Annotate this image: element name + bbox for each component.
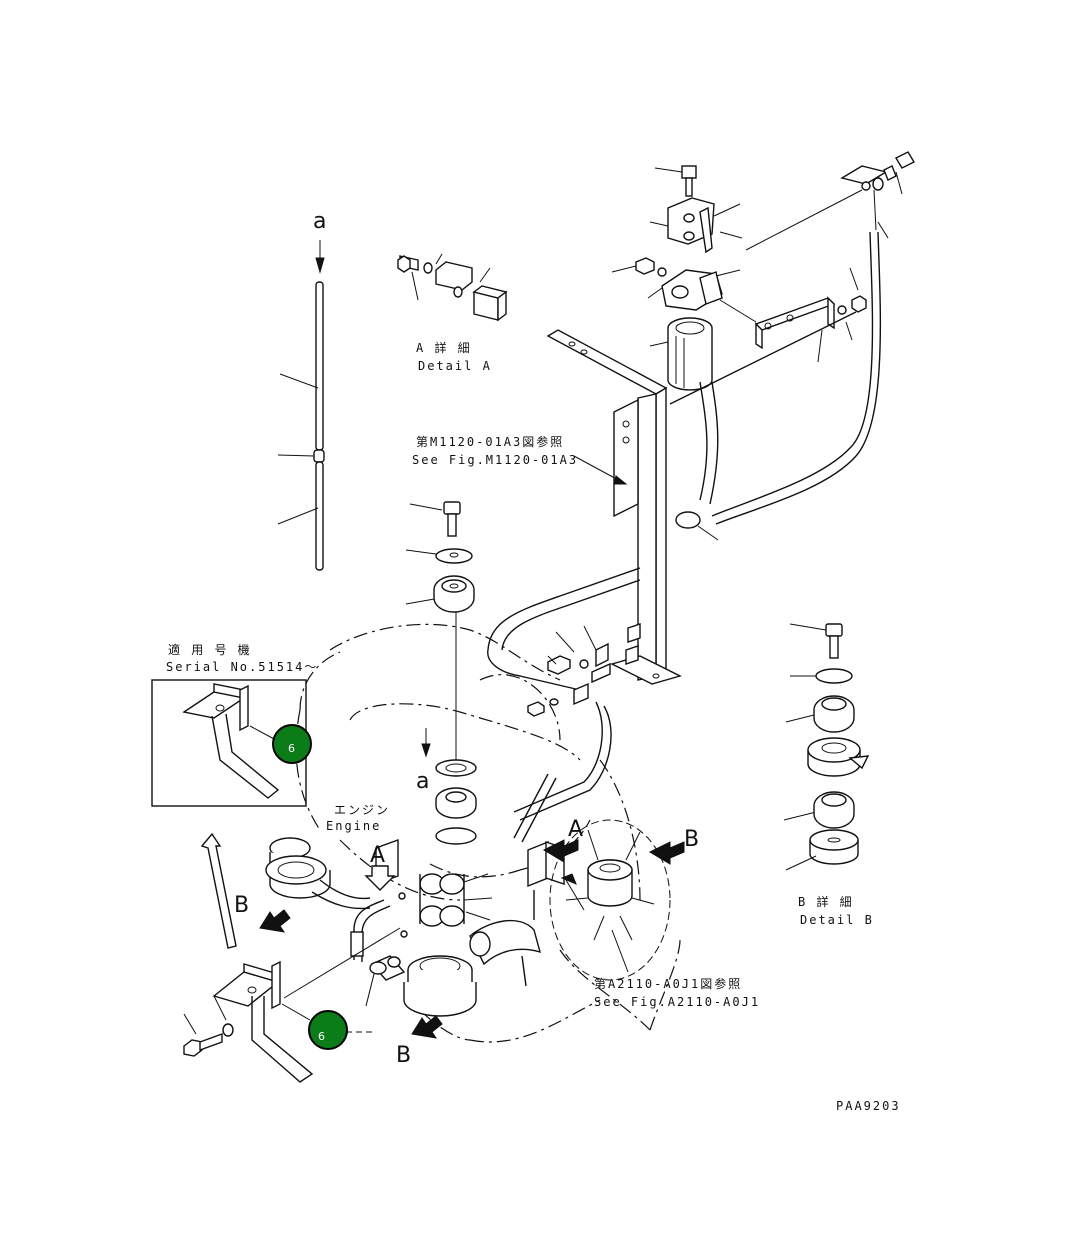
view-arrow-b-right — [648, 841, 685, 865]
detail-b-jp: B 詳 細 — [798, 894, 854, 909]
view-label-b-2: B — [396, 1043, 411, 1068]
center-mount-parts: a — [405, 501, 477, 845]
label-a-top: a — [313, 209, 326, 234]
serial-en: Serial No.51514～ — [166, 660, 318, 674]
detail-a-en: Detail A — [418, 359, 492, 373]
lower-left-assembly — [183, 832, 542, 1083]
fig-ref-2-en: See Fig.A2110-A0J1 — [594, 995, 760, 1009]
dipstick-assembly: a — [277, 209, 326, 571]
callout-6-upper[interactable]: 6 — [249, 724, 312, 764]
engine-jp: エンジン — [334, 803, 390, 817]
fig-ref-1-jp: 第M1120-01A3図参照 — [416, 434, 564, 449]
callout-number: 6 — [288, 742, 295, 755]
detail-a-parts: A 詳 細 Detail A — [397, 253, 508, 373]
serial-inset: 適 用 号 機 Serial No.51514～ — [151, 642, 318, 807]
fig-ref-1-en: See Fig.M1120-01A3 — [412, 453, 578, 467]
fig-ref-2-jp: 第A2110-A0J1図参照 — [594, 976, 742, 991]
fan-assembly: 第A2110-A0J1図参照 See Fig.A2110-A0J1 — [513, 773, 760, 1009]
view-arrow-b-bottom — [411, 1015, 443, 1039]
view-arrow-b-left — [259, 909, 291, 933]
view-arrows: A A B B B — [234, 817, 699, 1068]
view-label-b-1: B — [234, 893, 249, 918]
view-label-b-3: B — [684, 827, 699, 852]
drawing-code: PAA9203 — [836, 1099, 901, 1113]
callout-6-lower[interactable]: 6 — [281, 1003, 348, 1050]
label-a-mid: a — [416, 769, 429, 794]
detail-b-en: Detail B — [800, 913, 874, 927]
callout-circle[interactable] — [272, 724, 312, 764]
serial-jp: 適 用 号 機 — [168, 642, 252, 657]
filter-assembly: 第M1120-01A3図参照 See Fig.M1120-01A3 — [412, 151, 915, 685]
callout-circle[interactable] — [308, 1010, 348, 1050]
engine-en: Engine — [326, 819, 381, 833]
callout-number: 6 — [318, 1030, 325, 1043]
view-arrow-a-right — [542, 839, 579, 863]
engine-outline: エンジン Engine — [295, 567, 681, 1043]
view-label-a-2: A — [568, 817, 583, 842]
view-label-a-1: A — [370, 843, 385, 868]
detail-b-parts: B 詳 細 Detail B — [783, 623, 874, 927]
detail-a-jp: A 詳 細 — [416, 340, 472, 355]
